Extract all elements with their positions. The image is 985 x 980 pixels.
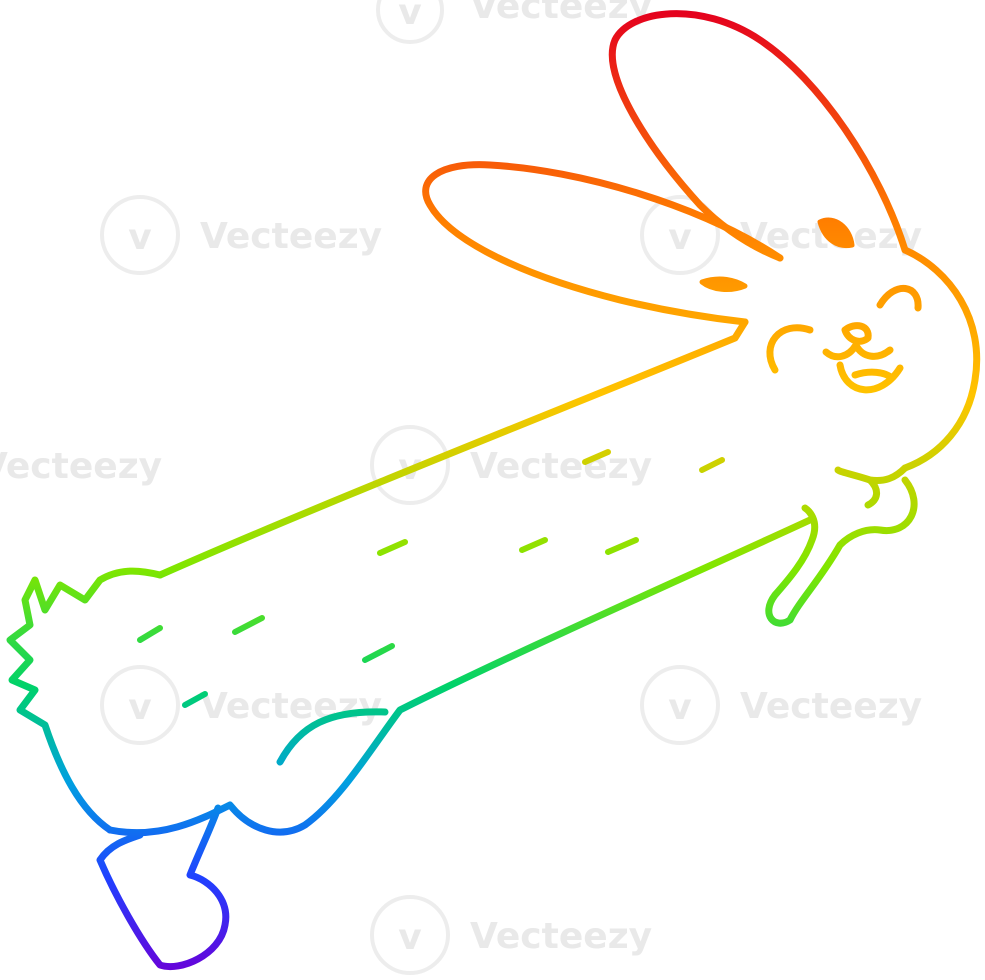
rabbit-back — [156, 318, 749, 579]
rabbit-nose — [841, 322, 872, 345]
watermark-text: Vecteezy — [200, 686, 382, 727]
rabbit-cheek-right — [876, 284, 922, 312]
watermark-text: Vecteezy — [470, 0, 652, 27]
watermark-text: Vecteezy — [740, 686, 922, 727]
rabbit-eye-right — [817, 217, 855, 249]
rabbit-tail — [6, 567, 164, 834]
rabbit-back-ear — [608, 10, 909, 262]
watermark-logo-glyph: v — [398, 917, 421, 958]
watermark-text: Vecteezy — [200, 216, 382, 257]
watermark-logo-glyph: v — [668, 687, 691, 728]
rabbit-front-paw — [765, 476, 918, 627]
watermark-text: Vecteezy — [0, 446, 162, 487]
watermark-logo-glyph: v — [398, 0, 421, 33]
rabbit-drawing — [6, 10, 981, 970]
watermark-text: Vecteezy — [470, 446, 652, 487]
rabbit-front-ear — [422, 161, 784, 326]
rabbit-hind-foot — [96, 804, 230, 970]
rabbit-chest — [834, 464, 909, 509]
rabbit-hind-thigh — [276, 708, 389, 766]
rabbit-fur-marks — [137, 449, 725, 708]
watermark-logo-glyph: v — [128, 217, 151, 258]
rabbit-head — [901, 246, 981, 472]
rabbit-mouth — [822, 341, 904, 394]
watermark-text: Vecteezy — [470, 916, 652, 957]
watermark-logo-glyph: v — [668, 217, 691, 258]
rabbit-eye-left — [699, 276, 748, 292]
watermark-logo-glyph: v — [128, 687, 151, 728]
rabbit-cheek-left — [766, 324, 814, 374]
